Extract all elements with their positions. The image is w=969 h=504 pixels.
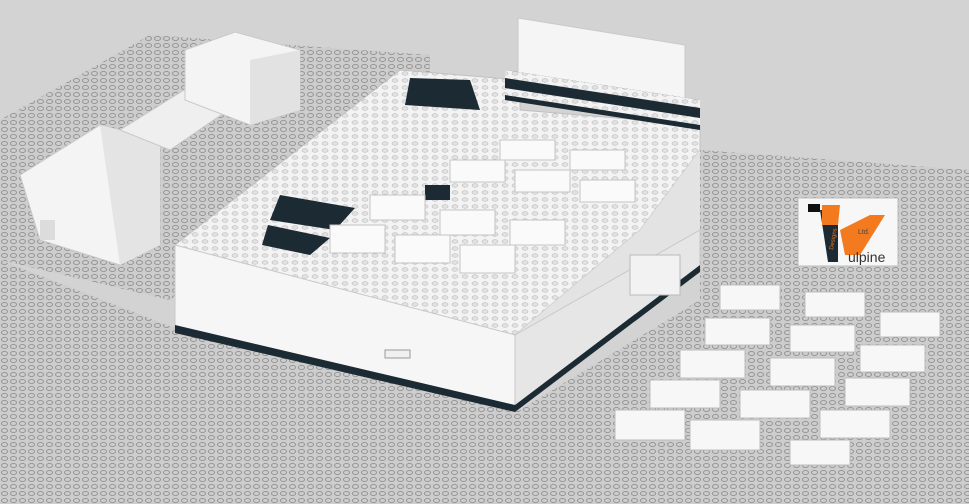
vehicle-model (19, 31, 301, 266)
model-side (515, 150, 700, 335)
baseplate-main (0, 150, 969, 504)
svg-text:ulpine: ulpine (848, 249, 886, 265)
main-model (174, 17, 701, 412)
model-base-dark (175, 325, 515, 412)
vulpine-logo: Ltd. ulpine Designs (797, 197, 899, 267)
svg-text:Ltd.: Ltd. (858, 229, 870, 236)
loose-tiles (614, 284, 941, 466)
svg-text:Designs: Designs (829, 228, 839, 250)
